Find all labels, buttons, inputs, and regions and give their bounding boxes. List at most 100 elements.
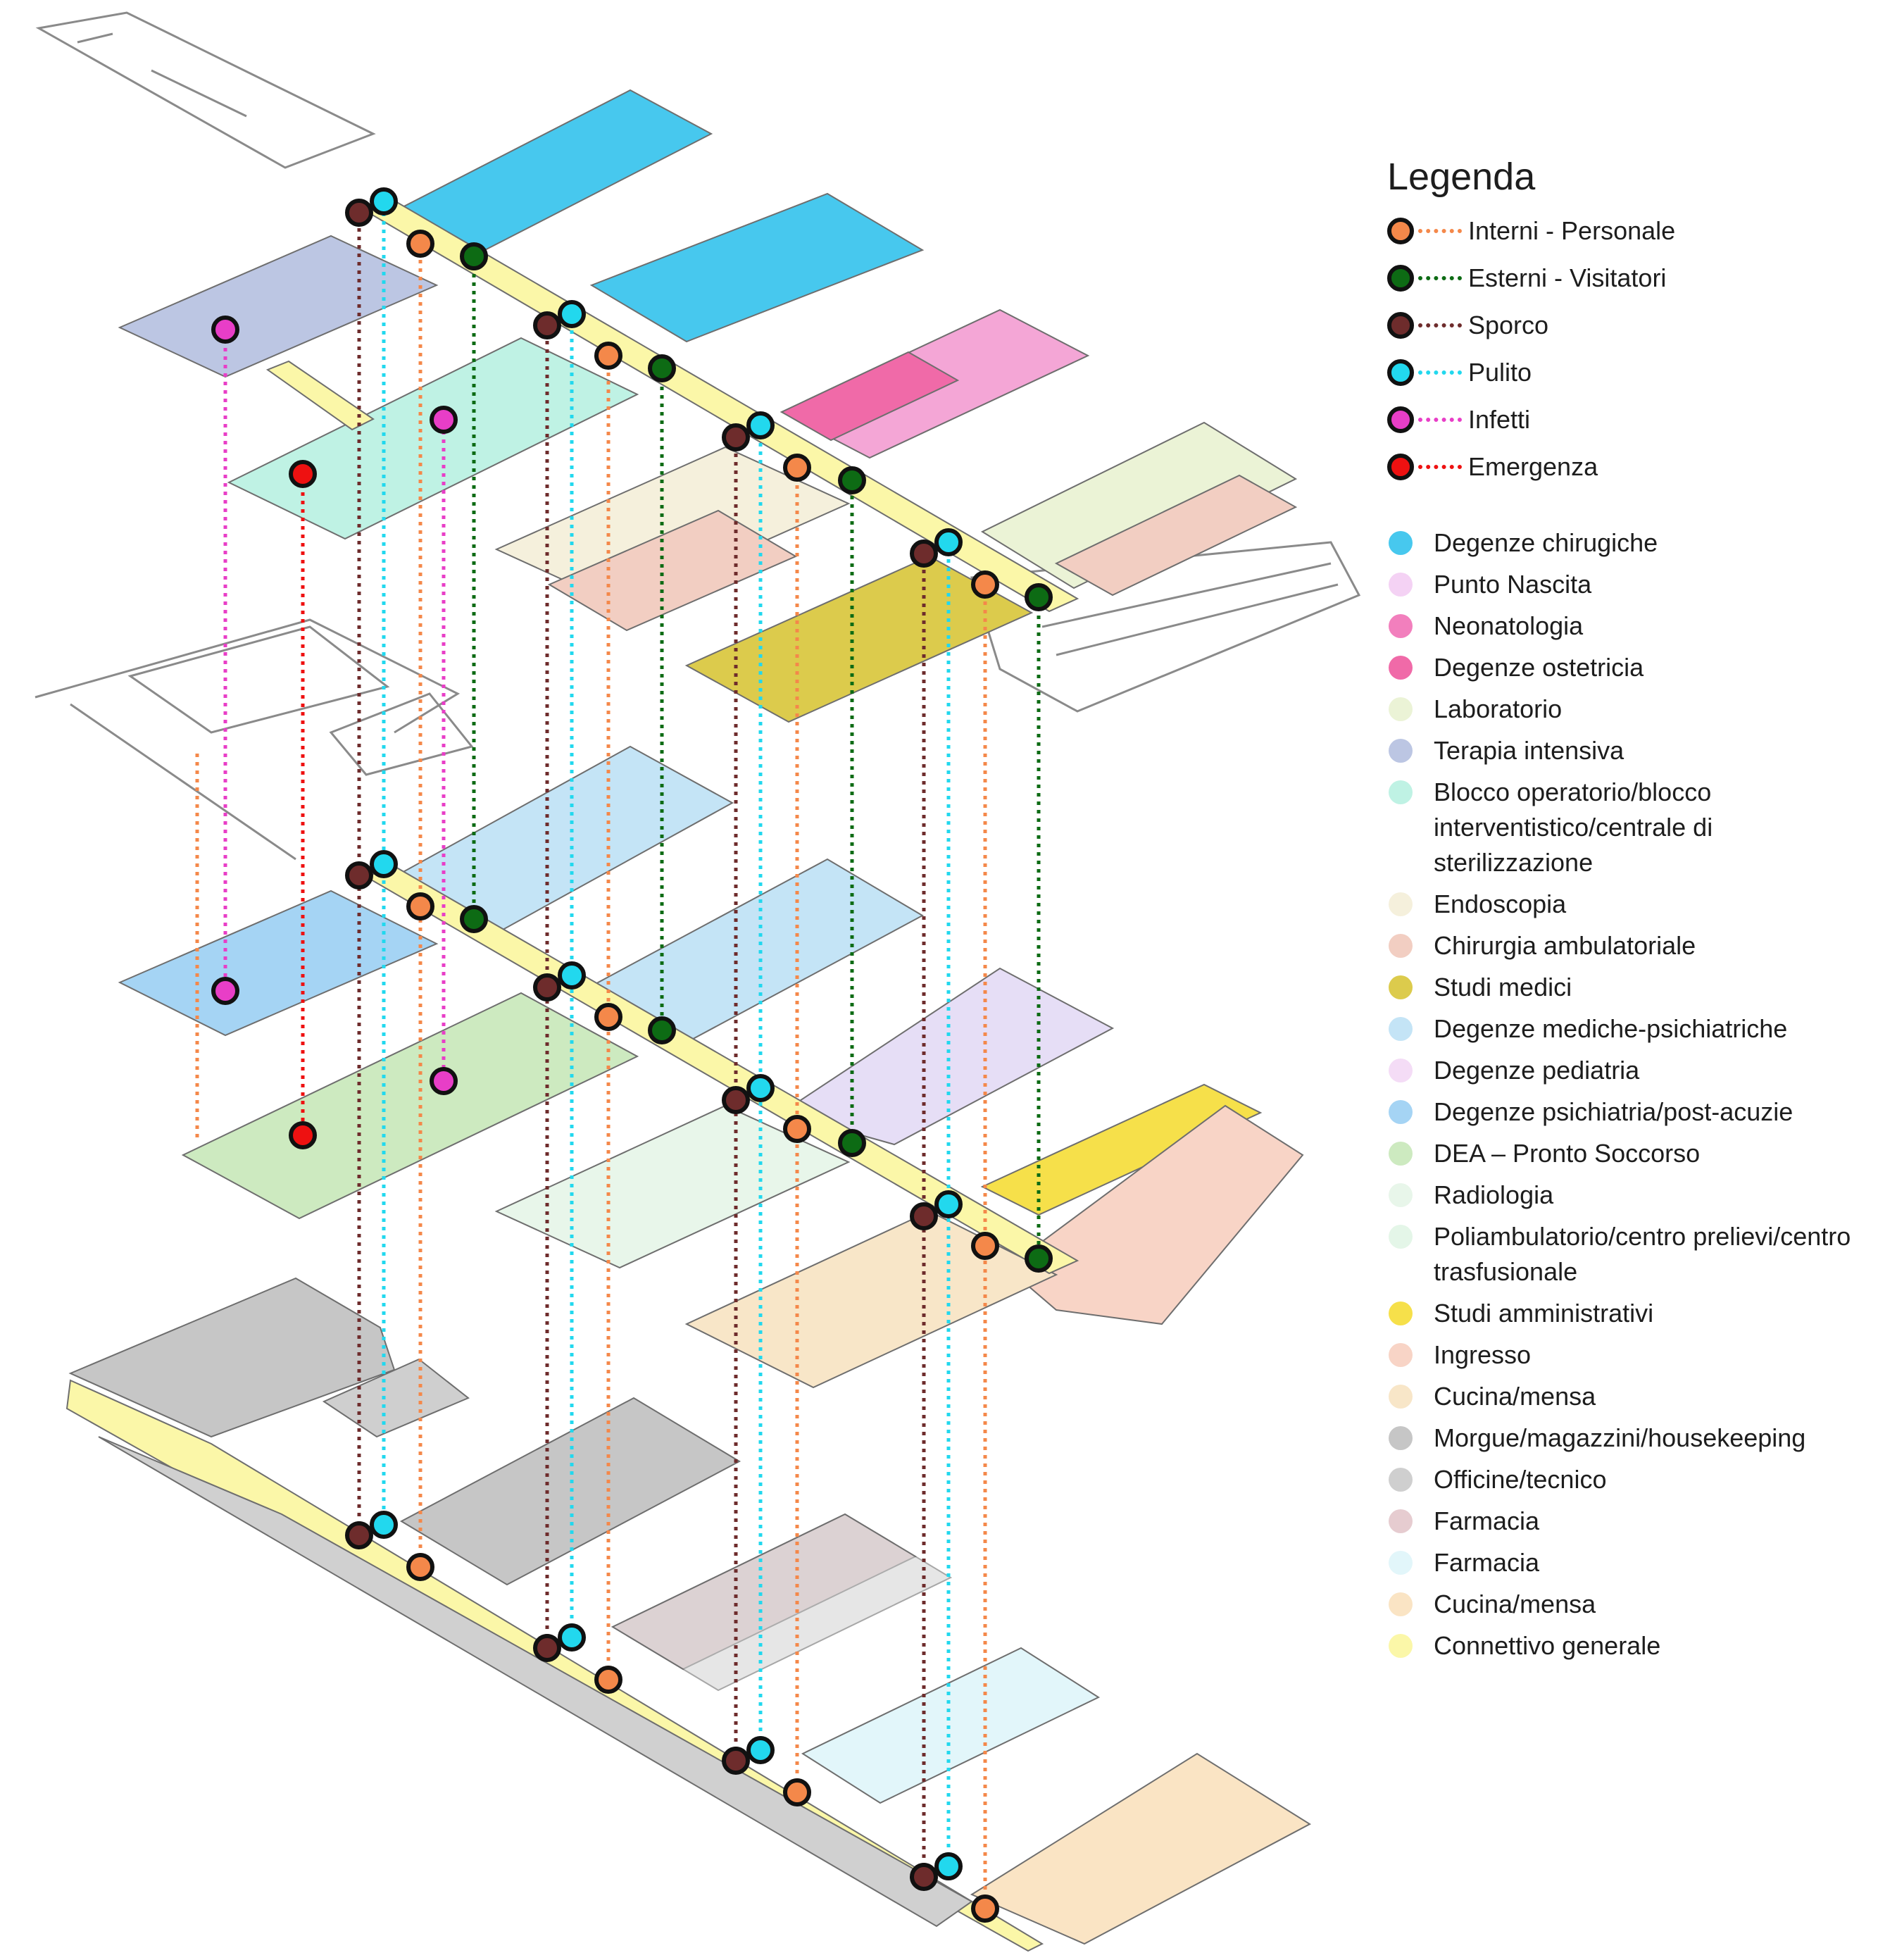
flow-legend-label: Infetti [1468, 404, 1531, 434]
marker-personale [783, 1778, 811, 1806]
area-legend-label: Morgue/magazzini/housekeeping [1434, 1423, 1806, 1452]
flow-legend-item: Interni - Personale [1387, 207, 1873, 254]
marker-visitatori [1025, 1244, 1053, 1273]
marker-visitatori [460, 242, 488, 270]
marker-pulito [746, 411, 775, 439]
area-connettivo [265, 360, 375, 431]
marker-visitatori [1025, 583, 1053, 611]
area-color-dot-icon [1389, 934, 1413, 958]
area-studi-amministrativi [980, 1083, 1263, 1216]
marker-visitatori [460, 905, 488, 933]
area-color-dot-icon [1389, 656, 1413, 680]
marker-pulito [370, 187, 398, 216]
marker-infetti [211, 977, 239, 1005]
area-legend-item: Degenze ostetricia [1387, 650, 1873, 685]
marker-personale [971, 570, 999, 599]
area-legend-label: Blocco operatorio/blocco interventistico… [1434, 778, 1713, 877]
hospital-axonometric-diagram [35, 11, 1361, 1952]
area-legend-item: Connettivo generale [1387, 1628, 1873, 1663]
marker-visitatori [648, 1016, 676, 1044]
marker-sporco [722, 1747, 750, 1775]
area-legend-item: Farmacia [1387, 1545, 1873, 1580]
area-color-dot-icon [1389, 1468, 1413, 1492]
area-legend-label: Neonatologia [1434, 611, 1584, 640]
area-legend-item: Degenze psichiatria/post-acuzie [1387, 1094, 1873, 1130]
area-morgue-magazzini [68, 1277, 396, 1438]
area-laboratorio [980, 421, 1298, 589]
area-color-dot-icon [1389, 1225, 1413, 1249]
flow-legend-label: Pulito [1468, 357, 1532, 387]
area-legend-item: Punto Nascita [1387, 567, 1873, 602]
area-legend-label: Degenze mediche-psichiatriche [1434, 1014, 1788, 1043]
flow-dot-line-icon [1387, 311, 1468, 339]
area-color-dot-icon [1389, 1142, 1413, 1166]
area-legend-item: Degenze pediatria [1387, 1053, 1873, 1088]
marker-infetti [430, 1067, 458, 1095]
area-legend-item: Studi medici [1387, 970, 1873, 1005]
area-color-dot-icon [1389, 1100, 1413, 1124]
area-cucina-mensa [684, 1210, 1058, 1389]
area-legend-item: Neonatologia [1387, 608, 1873, 644]
marker-sporco [533, 1634, 561, 1662]
area-legend-label: Officine/tecnico [1434, 1465, 1607, 1494]
marker-pulito [746, 1074, 775, 1102]
marker-emergenza [289, 1121, 317, 1149]
marker-pulito [746, 1736, 775, 1764]
area-dea-pronto-soccorso [181, 992, 639, 1220]
marker-visitatori [838, 1129, 866, 1157]
flow-legend-label: Sporco [1468, 310, 1549, 339]
area-color-dot-icon [1389, 697, 1413, 721]
flow-legend-item: Pulito [1387, 349, 1873, 396]
area-color-dot-icon [1389, 780, 1413, 804]
area-legend-item: Chirurgia ambulatoriale [1387, 928, 1873, 963]
area-color-dot-icon [1389, 975, 1413, 999]
marker-personale [783, 454, 811, 482]
area-legend-label: Connettivo generale [1434, 1631, 1661, 1660]
area-legend-label: Chirurgia ambulatoriale [1434, 931, 1696, 960]
marker-sporco [722, 423, 750, 451]
area-officine [322, 1358, 470, 1438]
area-legend-item: Morgue/magazzini/housekeeping [1387, 1421, 1873, 1456]
area-color-dot-icon [1389, 573, 1413, 597]
flow-dot-line-icon [1387, 217, 1468, 244]
flow-legend-item: Emergenza [1387, 443, 1873, 490]
marker-pulito [934, 1852, 963, 1880]
marker-personale [971, 1232, 999, 1260]
marker-sporco [533, 973, 561, 1001]
area-color-dot-icon [1389, 1302, 1413, 1325]
flow-dot-line-icon [1387, 406, 1468, 433]
area-color-dot-icon [1389, 892, 1413, 916]
area-terapia-intensiva [118, 235, 439, 378]
area-legend-label: Farmacia [1434, 1506, 1540, 1535]
area-legend-label: Degenze chirugiche [1434, 528, 1658, 557]
marker-visitatori [838, 466, 866, 494]
area-legend-item: Poliambulatorio/centro prelievi/centro t… [1387, 1219, 1873, 1290]
area-legend-label: Endoscopia [1434, 890, 1567, 918]
marker-pulito [370, 1511, 398, 1539]
area-color-dot-icon [1389, 1343, 1413, 1367]
marker-emergenza [289, 460, 317, 488]
flow-dot-line-icon [1387, 453, 1468, 480]
marker-personale [594, 342, 622, 370]
marker-personale [406, 230, 434, 258]
area-legend-label: Ingresso [1434, 1340, 1532, 1369]
area-studi-medici [684, 555, 1034, 723]
area-degenze-psichiatria [118, 890, 439, 1037]
marker-pulito [558, 300, 586, 328]
marker-personale [406, 1553, 434, 1581]
marker-pulito [370, 850, 398, 878]
area-blocco-operatorio [227, 337, 639, 540]
area-color-dot-icon [1389, 1592, 1413, 1616]
flow-legend-label: Emergenza [1468, 451, 1598, 481]
marker-sporco [533, 311, 561, 339]
legend-title: Legenda [1387, 156, 1536, 198]
area-legend-label: Studi amministrativi [1434, 1299, 1654, 1328]
flow-legend-label: Esterni - Visitatori [1468, 263, 1667, 292]
area-color-dot-icon [1389, 1059, 1413, 1082]
marker-sporco [345, 199, 373, 227]
area-legend-label: Degenze psichiatria/post-acuzie [1434, 1097, 1794, 1126]
area-legend-label: Radiologia [1434, 1180, 1554, 1209]
area-legend-label: Farmacia [1434, 1548, 1540, 1577]
marker-pulito [934, 1190, 963, 1218]
marker-personale [594, 1666, 622, 1694]
